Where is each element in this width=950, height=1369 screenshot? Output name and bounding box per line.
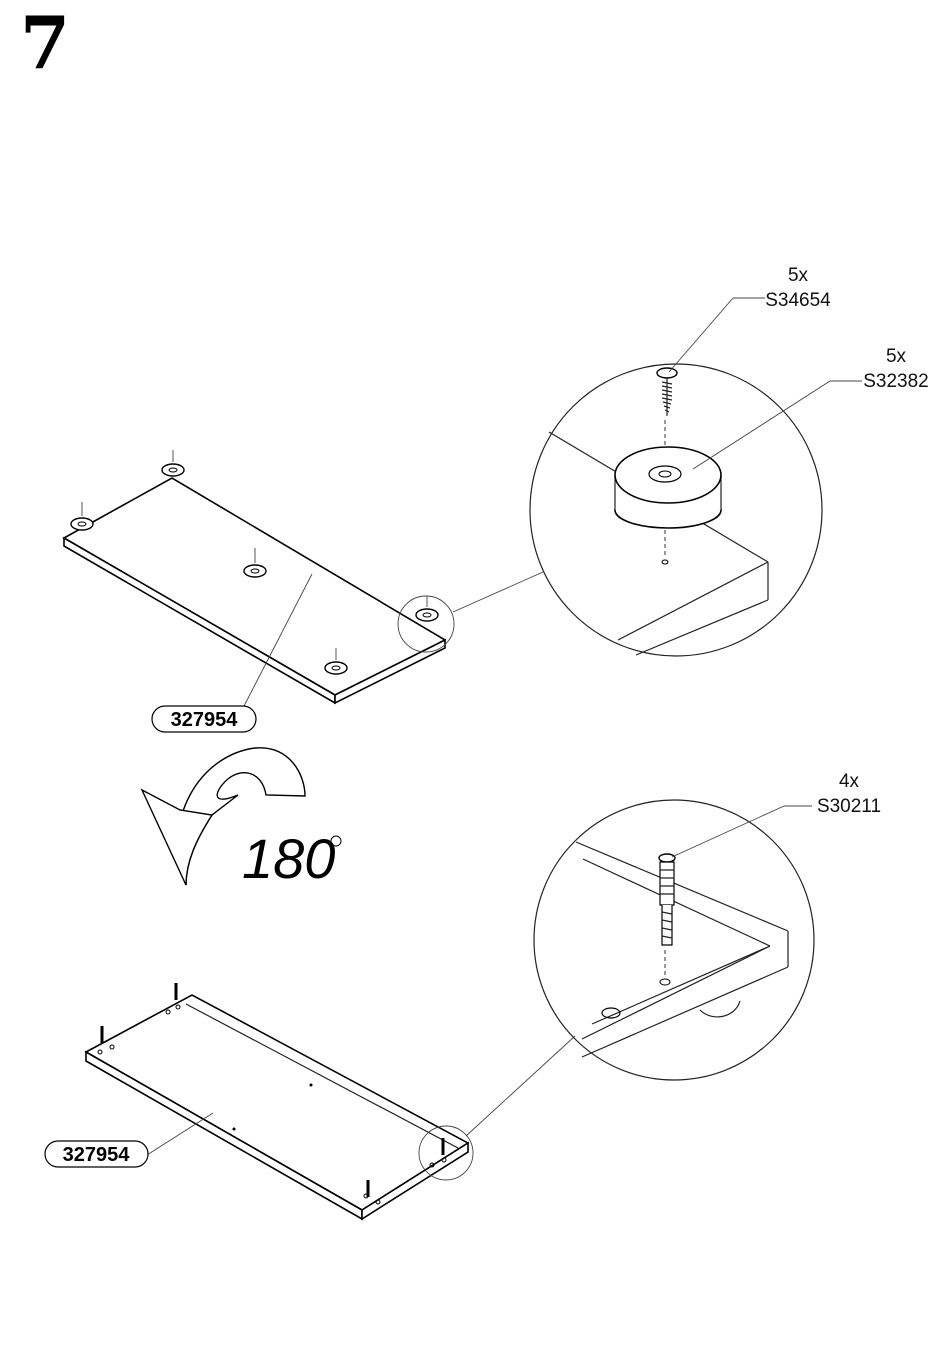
foot-pad-icon: [416, 596, 438, 621]
foot-pad-icon: [162, 450, 184, 476]
callout-dowel-quantity: 4x: [839, 771, 860, 792]
screw-icon: [657, 368, 677, 416]
rotation-label: 180: [242, 827, 335, 890]
callout-foot-code: S32382: [863, 371, 929, 392]
callout-dowel-code: S30211: [817, 796, 881, 817]
cam-dowel-icon: [659, 854, 675, 945]
part-label-top: 327954: [171, 709, 239, 731]
panel-bottom-with-dowels: [86, 995, 468, 1219]
callout-screw-quantity: 5x: [788, 265, 809, 286]
foot-pad-icon: [71, 502, 93, 530]
detail-circle-foot: [530, 364, 822, 656]
panel-top-with-feet: [64, 478, 445, 703]
step-number: 7: [20, 0, 70, 85]
detail-circle-dowel: [534, 800, 814, 1080]
part-label-bottom: 327954: [63, 1144, 131, 1166]
callout-foot-quantity: 5x: [886, 346, 907, 367]
callout-screw-code: S34654: [765, 290, 831, 311]
